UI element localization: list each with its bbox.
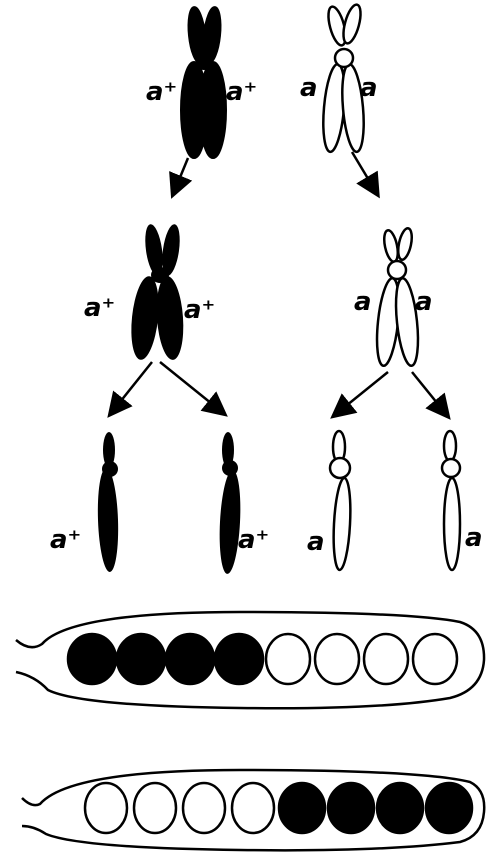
label-replicated-dominant-left: a⁺ [84,293,115,323]
label-replicated-recessive-left: a [354,287,372,317]
label-parent-dominant-right: a⁺ [226,77,257,107]
ascospore-dark [166,634,214,684]
label-chromatid-recessive-1: a [307,527,325,557]
label-parent-recessive-right: a [360,73,378,103]
arrow-dominant-split-left [112,362,152,412]
ascospore-light [364,634,408,684]
ascospore-light [232,783,274,833]
label-chromatid-recessive-2: a [465,523,483,553]
ascospore-light [85,783,127,833]
label-chromatid-dominant-1: a⁺ [50,525,81,555]
label-replicated-dominant-right: a⁺ [184,295,215,325]
ascospore-dark [117,634,165,684]
parent-chromosome-dominant [181,6,226,158]
ascospore-light [183,783,225,833]
replicated-chromosome-dominant [128,223,186,361]
ascospore-dark [215,634,263,684]
ascospore-dark [328,783,374,833]
ascospore-dark [279,783,325,833]
arrow-dominant-split-right [160,362,222,412]
ascospore-dark [68,634,116,684]
ascus-1-spores [68,634,457,684]
arrow-recessive-split-left [336,372,388,414]
label-chromatid-dominant-2: a⁺ [238,525,269,555]
ascospore-light [315,634,359,684]
ascospore-dark [377,783,423,833]
ascus-1 [16,612,484,708]
label-replicated-recessive-right: a [415,287,433,317]
arrow-left-down [174,158,188,192]
ascus-2-spores [85,783,472,833]
chromatid-recessive-1 [330,431,352,570]
ascospore-light [413,634,457,684]
chromatid-dominant-1 [96,432,120,572]
arrow-right-down [352,152,376,192]
ascus-2 [22,770,484,850]
ascospore-light [266,634,310,684]
label-parent-dominant-left: a⁺ [146,77,177,107]
chromatid-recessive-2 [442,431,460,570]
ascospore-light [134,783,176,833]
arrow-recessive-split-right [412,372,446,414]
ascospore-dark [426,783,472,833]
label-parent-recessive-left: a [300,73,318,103]
